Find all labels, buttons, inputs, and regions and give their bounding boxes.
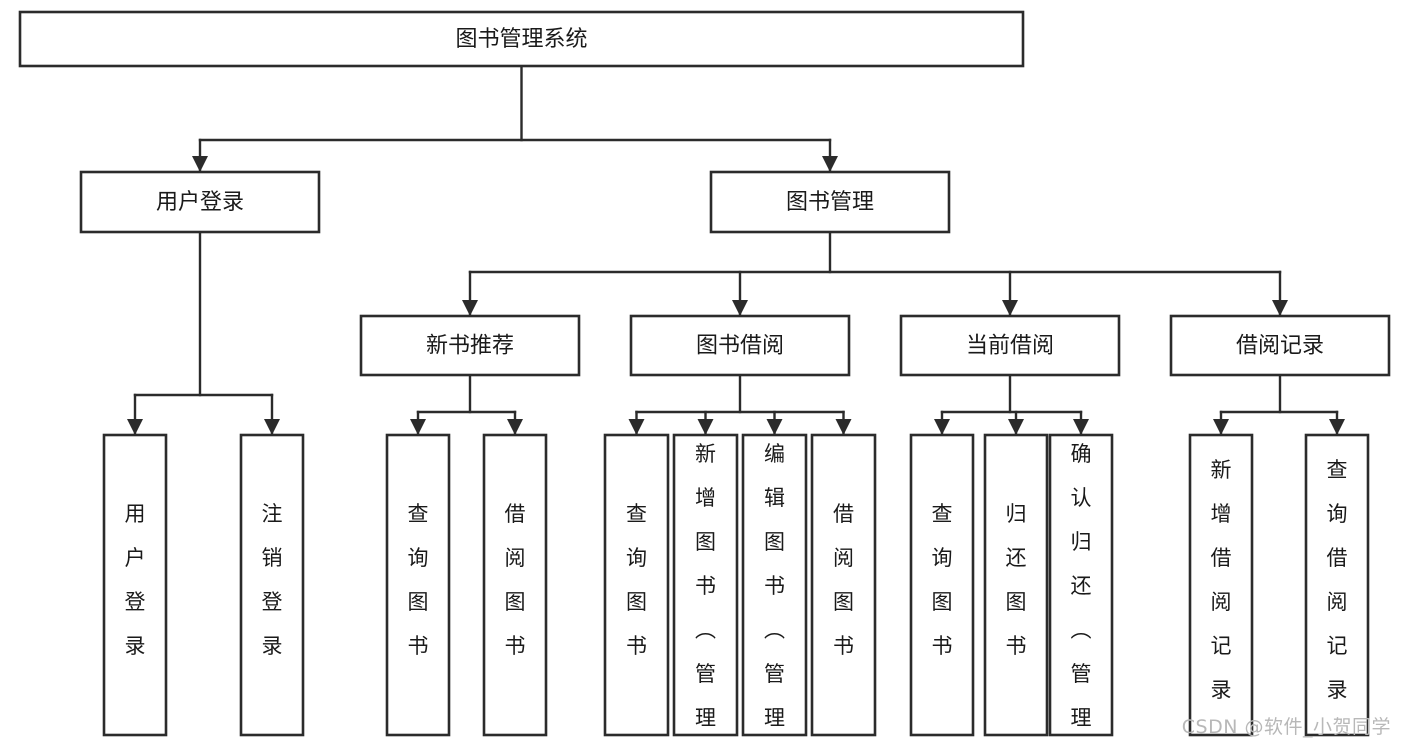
leaf-node-7-box[interactable] xyxy=(741,433,808,737)
arrow-head-icon xyxy=(732,300,748,316)
leaf-node-1[interactable]: 用户登录 xyxy=(102,433,168,737)
arrow-head-icon xyxy=(264,419,280,435)
leaf-node-9-box[interactable] xyxy=(909,433,975,737)
leaf-node-12-box[interactable] xyxy=(1188,433,1254,737)
arrow-head-icon xyxy=(835,419,852,435)
arrow-head-icon xyxy=(1272,300,1288,316)
leaf-node-9-label: 查询图书 xyxy=(932,502,953,658)
leaf-node-6-box[interactable] xyxy=(672,433,739,737)
leaf-node-11-label: 确认归还︵管理员︶ xyxy=(1071,442,1092,747)
leaf-node-4-label: 借阅图书 xyxy=(505,502,526,658)
arrow-head-icon xyxy=(1008,419,1024,435)
leaf-node-2-label: 注销登录 xyxy=(262,502,283,658)
leaf-node-3-label: 查询图书 xyxy=(408,502,429,658)
leaf-node-7[interactable]: 编辑图书︵管理员︶ xyxy=(741,433,808,747)
leaf-node-5[interactable]: 查询图书 xyxy=(603,433,670,737)
arrow-head-icon xyxy=(822,156,838,172)
arrow-head-icon xyxy=(766,419,783,435)
level3-node-3[interactable]: 当前借阅 xyxy=(899,314,1121,377)
leaf-node-12-label: 新增借阅记录 xyxy=(1211,458,1232,702)
level3-node-1[interactable]: 新书推荐 xyxy=(359,314,581,377)
level3-node-3-label: 当前借阅 xyxy=(966,334,1054,359)
arrow-head-icon xyxy=(1002,300,1018,316)
leaf-node-13-box[interactable] xyxy=(1304,433,1370,737)
leaf-node-10[interactable]: 归还图书 xyxy=(983,433,1049,737)
level3-node-3-box[interactable] xyxy=(899,314,1121,377)
node-layer: 图书管理系统用户登录图书管理新书推荐图书借阅当前借阅借阅记录用户登录注销登录查询… xyxy=(18,10,1391,747)
leaf-node-3-box[interactable] xyxy=(385,433,451,737)
leaf-node-8-label: 借阅图书 xyxy=(833,502,854,658)
arrow-head-icon xyxy=(1073,419,1089,435)
arrow-head-icon xyxy=(462,300,478,316)
arrow-head-icon xyxy=(1213,419,1229,435)
leaf-node-8-box[interactable] xyxy=(810,433,877,737)
root-node-book-management-system[interactable]: 图书管理系统 xyxy=(18,10,1025,68)
leaf-node-10-box[interactable] xyxy=(983,433,1049,737)
leaf-node-1-box[interactable] xyxy=(102,433,168,737)
leaf-node-1-label: 用户登录 xyxy=(125,502,146,658)
leaf-node-5-label: 查询图书 xyxy=(626,502,647,658)
level3-node-4-label: 借阅记录 xyxy=(1236,334,1324,359)
arrow-head-icon xyxy=(1329,419,1345,435)
leaf-node-8[interactable]: 借阅图书 xyxy=(810,433,877,737)
leaf-node-5-box[interactable] xyxy=(603,433,670,737)
arrow-head-icon xyxy=(410,419,426,435)
leaf-node-3[interactable]: 查询图书 xyxy=(385,433,451,737)
arrow-head-icon xyxy=(697,419,714,435)
leaf-node-2-box[interactable] xyxy=(239,433,305,737)
arrow-head-icon xyxy=(507,419,523,435)
connector-layer xyxy=(127,64,1345,436)
arrow-head-icon xyxy=(628,419,645,435)
level2-node-1-box[interactable] xyxy=(79,170,321,234)
leaf-node-9[interactable]: 查询图书 xyxy=(909,433,975,737)
level2-node-1-label: 用户登录 xyxy=(156,190,244,215)
leaf-node-10-label: 归还图书 xyxy=(1006,502,1027,658)
leaf-node-6[interactable]: 新增图书︵管理员︶ xyxy=(672,433,739,747)
leaf-node-7-label: 编辑图书︵管理员︶ xyxy=(764,442,785,747)
root-node-book-management-system-label: 图书管理系统 xyxy=(455,27,587,52)
leaf-node-11[interactable]: 确认归还︵管理员︶ xyxy=(1048,433,1114,747)
leaf-node-11-box[interactable] xyxy=(1048,433,1114,737)
leaf-node-4[interactable]: 借阅图书 xyxy=(482,433,548,737)
level3-node-2[interactable]: 图书借阅 xyxy=(629,314,851,377)
level2-node-2[interactable]: 图书管理 xyxy=(709,170,951,234)
leaf-node-4-box[interactable] xyxy=(482,433,548,737)
level3-node-1-box[interactable] xyxy=(359,314,581,377)
arrow-head-icon xyxy=(127,419,143,435)
leaf-node-13[interactable]: 查询借阅记录 xyxy=(1304,433,1370,737)
level3-node-4[interactable]: 借阅记录 xyxy=(1169,314,1391,377)
level3-node-2-label: 图书借阅 xyxy=(696,334,784,359)
level3-node-4-box[interactable] xyxy=(1169,314,1391,377)
arrow-head-icon xyxy=(192,156,208,172)
root-node-book-management-system-box[interactable] xyxy=(18,10,1025,68)
leaf-node-6-label: 新增图书︵管理员︶ xyxy=(695,442,716,747)
leaf-node-12[interactable]: 新增借阅记录 xyxy=(1188,433,1254,737)
level3-node-1-label: 新书推荐 xyxy=(426,334,514,359)
level3-node-2-box[interactable] xyxy=(629,314,851,377)
level2-node-1[interactable]: 用户登录 xyxy=(79,170,321,234)
level2-node-2-box[interactable] xyxy=(709,170,951,234)
level2-node-2-label: 图书管理 xyxy=(786,190,874,215)
leaf-node-13-label: 查询借阅记录 xyxy=(1327,458,1348,702)
leaf-node-2[interactable]: 注销登录 xyxy=(239,433,305,737)
arrow-head-icon xyxy=(934,419,950,435)
